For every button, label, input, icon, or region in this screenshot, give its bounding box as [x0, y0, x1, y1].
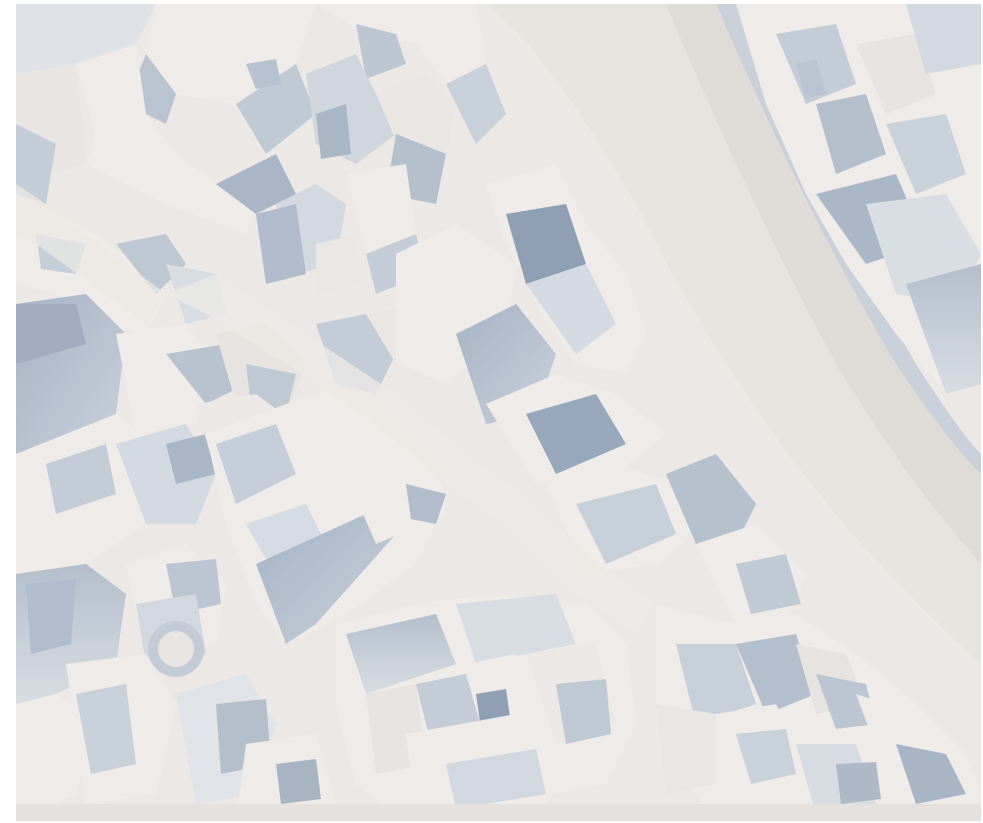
- city-3d-render: [16, 4, 981, 821]
- building-block-southwest: [16, 394, 336, 821]
- building-block-northeast: [736, 4, 981, 394]
- south-edge-road: [16, 804, 981, 821]
- building-block-southeast: [656, 604, 981, 821]
- building-block-south-central: [336, 594, 636, 821]
- building-block-east-central: [396, 164, 806, 624]
- side-street: [16, 184, 656, 634]
- building-block-northwest: [16, 4, 316, 234]
- map-viewport[interactable]: [16, 4, 981, 821]
- building-block-central: [206, 304, 456, 644]
